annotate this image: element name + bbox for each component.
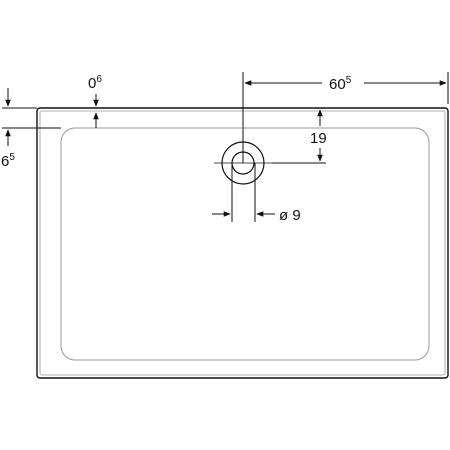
dim-top-gap-label: 06 [88, 74, 102, 92]
dim-left-edge-label: 65 [1, 152, 15, 170]
dim-drain-offset-x-label: 605 [329, 75, 352, 93]
dim-drain-offset-y-label: 19 [310, 130, 327, 147]
dim-drain-diameter-label: ø 9 [279, 207, 301, 224]
tray-basin-outline [60, 127, 430, 361]
